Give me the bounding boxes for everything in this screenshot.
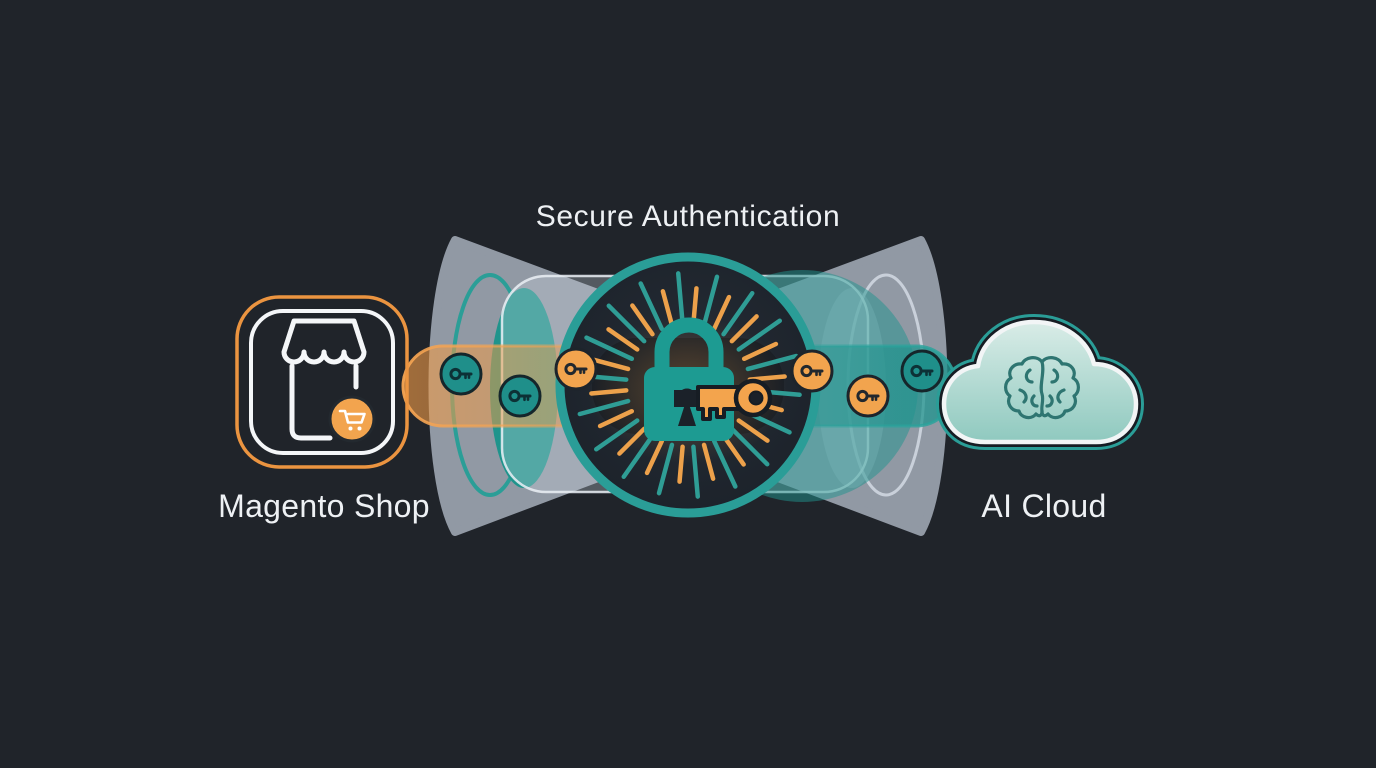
sunburst-tick xyxy=(606,303,647,344)
sunburst-tick xyxy=(745,353,799,372)
key-icon xyxy=(696,378,773,421)
sunburst-tick xyxy=(691,286,699,326)
sunburst-tick xyxy=(701,274,720,328)
sunburst-tick xyxy=(691,444,701,499)
sunburst-tick xyxy=(606,327,640,352)
sunburst-tick xyxy=(721,433,746,467)
sunburst-tick xyxy=(677,444,685,484)
key-token-orange xyxy=(790,349,834,393)
key-token-teal xyxy=(498,374,542,418)
sunburst-tick xyxy=(729,426,770,467)
sunburst-tick xyxy=(584,335,635,362)
sunburst-tick xyxy=(644,438,665,476)
storefront-icon xyxy=(281,318,367,441)
sunburst-tick xyxy=(660,289,675,328)
sunburst-tick xyxy=(729,314,759,344)
sunburst-tick xyxy=(589,388,629,396)
keyhole xyxy=(674,388,700,426)
magento-shop-icon xyxy=(235,295,409,469)
diagram-title: Secure Authentication xyxy=(535,200,841,233)
magento-shop-label: Magento Shop xyxy=(218,488,430,524)
sunburst-tick xyxy=(594,418,640,452)
key-token-teal xyxy=(439,352,483,396)
cart-icon xyxy=(338,409,366,424)
sunburst-tick xyxy=(597,408,635,429)
sunburst-tick xyxy=(675,271,685,326)
sunburst-tick xyxy=(592,357,631,372)
sunburst-tick xyxy=(656,442,675,496)
cart-badge xyxy=(328,395,376,443)
sunburst-tick xyxy=(721,291,755,337)
sunburst-tick xyxy=(701,442,716,481)
sunburst-tick xyxy=(736,318,782,352)
key-tokens xyxy=(439,347,944,418)
key-token-orange xyxy=(846,374,890,418)
sunburst-tick xyxy=(630,303,655,337)
sunburst-tick xyxy=(617,426,647,456)
sunburst-tick xyxy=(741,341,779,362)
sunburst-tick xyxy=(638,281,665,332)
ai-cloud-icon xyxy=(936,314,1144,450)
sunburst-tick xyxy=(711,294,732,332)
brain-icon xyxy=(1004,356,1080,420)
sunburst-tick xyxy=(621,433,655,479)
sunburst-tick xyxy=(711,438,738,489)
key-token-orange xyxy=(554,347,598,391)
ai-cloud-label: AI Cloud xyxy=(981,488,1107,524)
sunburst-tick xyxy=(577,398,631,417)
key-token-teal xyxy=(900,349,944,393)
sunburst-tick xyxy=(736,418,770,443)
